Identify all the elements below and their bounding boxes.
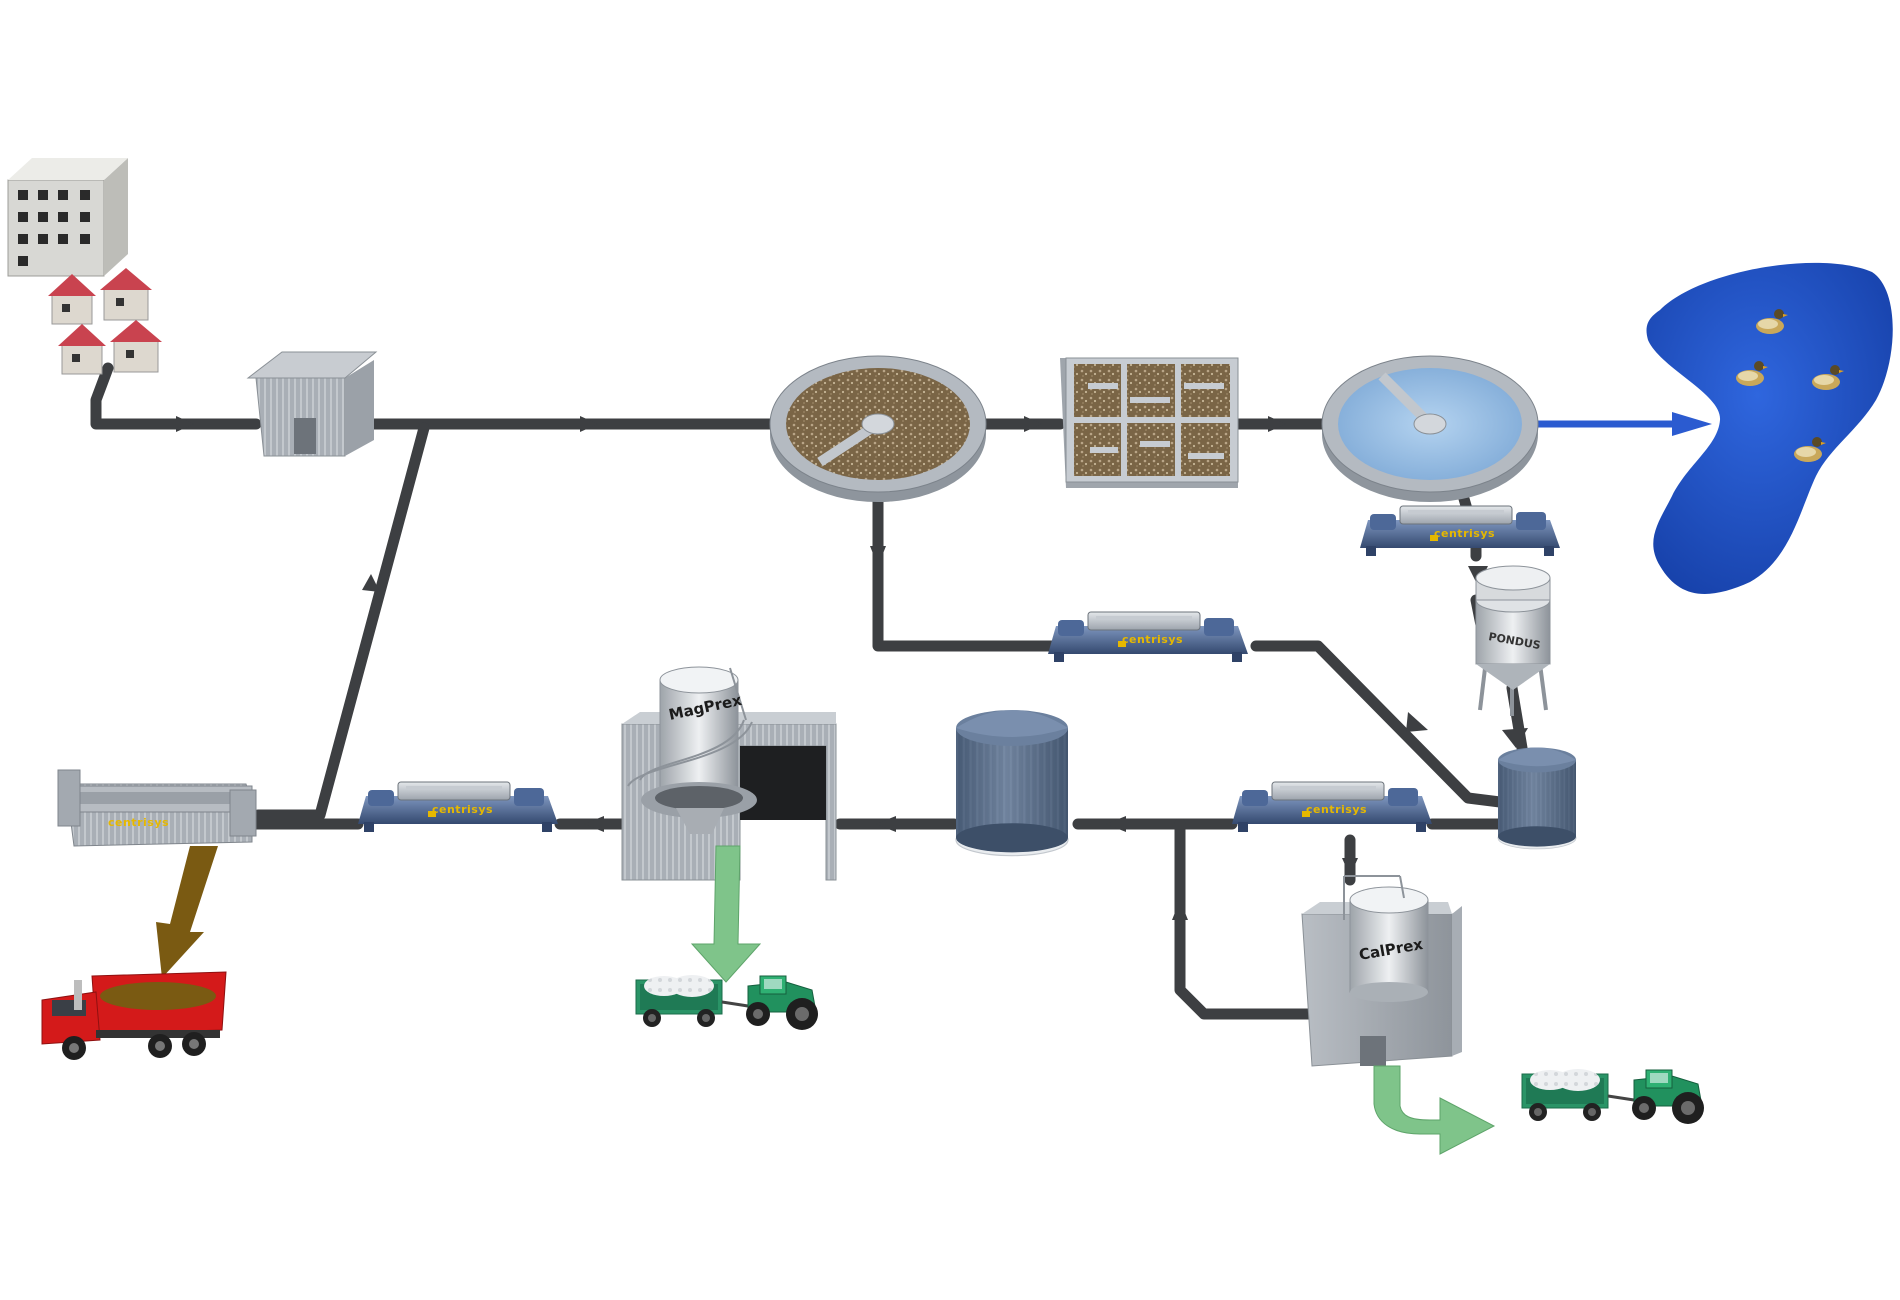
tractor-trailer-icon bbox=[634, 973, 820, 1032]
magprex-reactor-icon: MagPrex bbox=[621, 666, 837, 881]
pipe-calprex-return bbox=[1174, 818, 1320, 1020]
flow-arrow bbox=[870, 546, 886, 566]
house-icon bbox=[58, 324, 106, 375]
flow-arrow bbox=[876, 816, 896, 832]
flow-arrow bbox=[1406, 712, 1428, 732]
pondus-reactor-icon: PONDUS bbox=[1475, 565, 1551, 716]
digester-tank-icon bbox=[955, 709, 1069, 857]
digester-tank-center bbox=[955, 709, 1069, 857]
flow-arrow bbox=[362, 574, 380, 592]
fertilizer-arrow-magprex bbox=[690, 845, 762, 983]
flow-arrow bbox=[176, 416, 194, 432]
flow-arrow bbox=[1268, 416, 1286, 432]
house-icon bbox=[110, 320, 162, 373]
apartment-building-icon bbox=[7, 158, 128, 277]
flow-arrow bbox=[1106, 816, 1126, 832]
tractor-trailer-icon bbox=[1520, 1067, 1706, 1126]
headworks-building-icon bbox=[246, 351, 378, 457]
pipe-primary-sludge bbox=[872, 484, 1066, 652]
calprex-reactor-icon: CalPrex bbox=[1301, 875, 1462, 1067]
tractor-trailer-magprex bbox=[634, 973, 820, 1032]
brand-label: centrisys bbox=[1434, 527, 1495, 540]
brand-label: centrisys bbox=[1306, 803, 1367, 816]
dewatering-centrifuge-right: centrisys bbox=[1231, 781, 1433, 833]
brand-label: centrisys bbox=[432, 803, 493, 816]
treated-water-line bbox=[1534, 412, 1712, 436]
treated-water-arrow bbox=[1672, 412, 1712, 436]
fertilizer-arrow-calprex bbox=[1373, 1065, 1496, 1155]
brand-label: centrisys bbox=[1122, 633, 1183, 646]
digester-tank-icon bbox=[1497, 747, 1577, 850]
biosolids-arrow bbox=[156, 846, 218, 978]
primary-clarifier-icon bbox=[769, 355, 987, 502]
secondary-clarifier-icon bbox=[1321, 355, 1539, 502]
pipe-thickened-to-digester bbox=[1250, 640, 1522, 810]
aeration-basin-icon bbox=[1060, 357, 1239, 488]
primary-sludge-centrifuge: centrisys bbox=[1047, 611, 1249, 663]
flow-arrow bbox=[1024, 416, 1042, 432]
house-icon bbox=[100, 268, 152, 321]
belt-dryer-icon: centrisys bbox=[57, 769, 257, 847]
house-icon bbox=[48, 274, 96, 325]
pipe-town-to-headworks bbox=[90, 362, 262, 430]
digester-tank-right bbox=[1497, 747, 1577, 850]
pipe-return-to-headworks bbox=[252, 422, 430, 821]
pond-icon bbox=[1646, 262, 1893, 594]
dewatering-centrifuge-left: centrisys bbox=[357, 781, 559, 833]
flow-arrow bbox=[584, 816, 604, 832]
dump-truck-icon bbox=[41, 971, 227, 1060]
flow-arrow bbox=[1172, 900, 1188, 920]
town bbox=[7, 158, 162, 375]
flow-arrow bbox=[1342, 858, 1358, 876]
brand-label: centrisys bbox=[108, 816, 169, 829]
flow-arrow bbox=[1502, 728, 1528, 748]
flow-arrow bbox=[580, 416, 598, 432]
was-thickening-centrifuge: centrisys bbox=[1359, 505, 1561, 557]
tractor-trailer-calprex bbox=[1520, 1067, 1706, 1126]
